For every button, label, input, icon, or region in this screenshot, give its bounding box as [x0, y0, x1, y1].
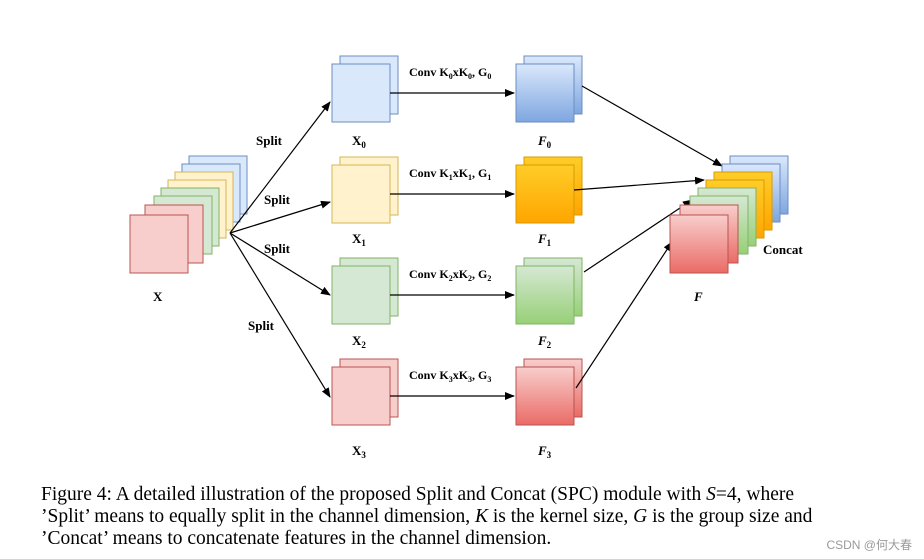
split-arrows — [229, 101, 331, 398]
conv-output-f0 — [515, 55, 583, 123]
conv-output-label-0: F0 — [537, 133, 552, 150]
conv-label-1: Conv K1xK1, G1 — [409, 166, 491, 182]
conv-output-f1 — [515, 156, 583, 224]
split-tensor-x2 — [331, 257, 399, 325]
concat-label: Concat — [763, 242, 803, 257]
output-tensor-stack — [669, 155, 789, 274]
caption-line-1: Figure 4: A detailed illustration of the… — [41, 484, 911, 506]
conv-output-f3 — [515, 358, 583, 426]
split-tensor-x1 — [331, 156, 399, 224]
input-tensor-stack — [129, 155, 248, 274]
split-label-1: Split — [264, 192, 291, 207]
split-label-0: Split — [256, 133, 283, 148]
caption-var-g: G — [633, 506, 648, 527]
input-label: X — [153, 289, 163, 304]
caption-text: Figure 4: A detailed illustration of the… — [41, 484, 707, 505]
caption-text: is the kernel size, — [488, 506, 634, 527]
caption-line-2: ’Split’ means to equally split in the ch… — [41, 506, 911, 528]
conv-output-label-1: F1 — [537, 231, 552, 248]
caption-var-s: S — [706, 484, 716, 505]
concat-arrows — [573, 85, 723, 389]
output-label: F — [693, 289, 703, 304]
conv-output-label-3: F3 — [537, 443, 552, 460]
split-tensor-label-0: X0 — [352, 133, 366, 150]
watermark: CSDN @何大春 — [826, 538, 912, 552]
split-label-3: Split — [248, 318, 275, 333]
conv-label-2: Conv K2xK2, G2 — [409, 267, 491, 283]
caption-text: =4, where — [715, 484, 794, 505]
caption-text: ’Split’ means to equally split in the ch… — [41, 506, 475, 527]
spc-module-diagram: X Split Split Split Split X0 Conv K0xK0,… — [129, 55, 803, 460]
caption-text: is the group size and — [647, 506, 813, 527]
split-label-2: Split — [264, 241, 291, 256]
figure-caption: Figure 4: A detailed illustration of the… — [41, 484, 911, 550]
split-tensor-x0 — [331, 55, 399, 123]
split-tensor-x3 — [331, 358, 399, 426]
conv-label-3: Conv K3xK3, G3 — [409, 368, 491, 384]
conv-output-f2 — [515, 257, 583, 325]
caption-line-3: ’Concat’ means to concatenate features i… — [41, 528, 552, 549]
split-tensor-label-1: X1 — [352, 231, 366, 248]
split-tensor-label-3: X3 — [352, 443, 366, 460]
caption-var-k: K — [474, 506, 488, 527]
conv-label-0: Conv K0xK0, G0 — [409, 65, 491, 81]
split-tensor-label-2: X2 — [352, 333, 366, 350]
conv-output-label-2: F2 — [537, 333, 552, 350]
